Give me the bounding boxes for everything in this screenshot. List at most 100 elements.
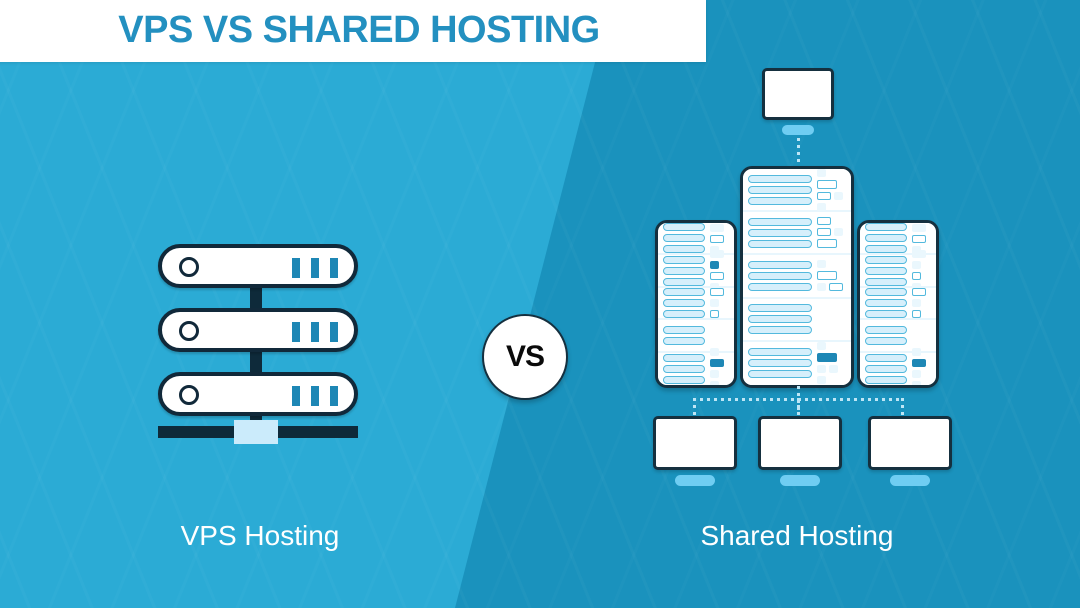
server-bar (663, 266, 705, 275)
client-monitor-3 (868, 416, 952, 486)
power-indicator-icon (179, 321, 199, 341)
server-cell (829, 283, 843, 292)
server-cell (710, 359, 724, 368)
status-led (330, 322, 338, 342)
server-cell (912, 223, 926, 232)
server-cell (710, 250, 724, 259)
server-bar (865, 287, 907, 296)
server-cell (912, 309, 921, 318)
server-cell (817, 202, 826, 211)
server-cell (817, 376, 826, 385)
server-cell (817, 217, 831, 226)
server-bar (865, 325, 907, 334)
caption-shared-hosting: Shared Hosting (700, 520, 894, 551)
server-bar (748, 315, 812, 324)
monitor-screen (758, 416, 842, 470)
server-bar (663, 245, 705, 254)
dotted-link-monitor-to-servers (797, 138, 800, 166)
server-bar (865, 298, 907, 307)
server-cell (710, 309, 719, 318)
server-bar (865, 353, 907, 362)
vps-server-illustration (155, 240, 365, 445)
server-cell-group (705, 348, 729, 385)
power-indicator-icon (179, 385, 199, 405)
server-cell (710, 223, 724, 232)
server-bar (663, 325, 705, 334)
server-bar-group (865, 255, 907, 286)
server-bar-group (865, 287, 907, 318)
dotted-leg-center (797, 398, 800, 416)
server-bar (865, 234, 907, 243)
server-bar-group (663, 325, 705, 345)
server-bar-group (865, 353, 907, 384)
status-led (292, 322, 300, 342)
server-cell (817, 365, 826, 374)
caption-vps-hosting: VPS Hosting (180, 520, 340, 551)
status-led (311, 258, 319, 278)
server-bar (748, 304, 812, 313)
server-bar (663, 287, 705, 296)
server-cell (710, 283, 719, 292)
server-cell (912, 220, 932, 221)
monitor-screen (762, 68, 834, 120)
status-led (330, 258, 338, 278)
server-cell (817, 191, 831, 200)
server-cell (710, 220, 730, 221)
server-bar-group (748, 260, 812, 291)
status-led (311, 386, 319, 406)
vps-rack-unit-2 (158, 308, 358, 352)
server-cell (817, 260, 826, 269)
server-cell (912, 370, 921, 379)
server-bar-group (865, 223, 907, 254)
server-row (743, 298, 851, 342)
monitor-stand (675, 475, 715, 486)
server-bar (865, 223, 907, 232)
server-cell-group (812, 342, 846, 385)
server-cell (817, 283, 826, 292)
server-cell (912, 348, 921, 357)
server-bar (865, 266, 907, 275)
server-row (658, 250, 734, 292)
status-led (330, 386, 338, 406)
server-cell (912, 250, 926, 259)
vps-rack-unit-3 (158, 372, 358, 416)
server-row (658, 348, 734, 385)
server-cell (710, 381, 719, 385)
server-bar (748, 282, 812, 291)
server-bar-group (663, 353, 705, 384)
server-cell-group (705, 287, 729, 318)
server-cell (710, 245, 719, 254)
server-bar (663, 364, 705, 373)
status-led (311, 322, 319, 342)
server-bar (865, 277, 907, 286)
server-row (860, 287, 936, 321)
server-cell-group (812, 169, 846, 211)
server-bar (663, 234, 705, 243)
server-bar-group (663, 287, 705, 318)
status-led (292, 386, 300, 406)
server-cell (710, 272, 724, 281)
server-bar (663, 223, 705, 232)
server-bar (865, 375, 907, 384)
server-cell-group (705, 250, 729, 292)
client-monitor-2 (758, 416, 842, 486)
server-bar-group (748, 174, 812, 205)
server-bar (748, 260, 812, 269)
monitor-screen (868, 416, 952, 470)
server-cell (912, 261, 921, 270)
server-bar (663, 336, 705, 345)
vps-rack-unit-1 (158, 244, 358, 288)
server-cell (912, 283, 921, 292)
server-cell (912, 234, 926, 243)
server-cell (817, 228, 831, 237)
server-cell (834, 228, 843, 237)
client-monitor-top (762, 68, 834, 135)
server-tower-right (857, 220, 939, 388)
server-cell (912, 287, 926, 296)
vps-network-chip (234, 420, 278, 444)
server-bar (748, 174, 812, 183)
server-bar (663, 277, 705, 286)
server-bar (663, 353, 705, 362)
dotted-leg-left (693, 398, 696, 416)
